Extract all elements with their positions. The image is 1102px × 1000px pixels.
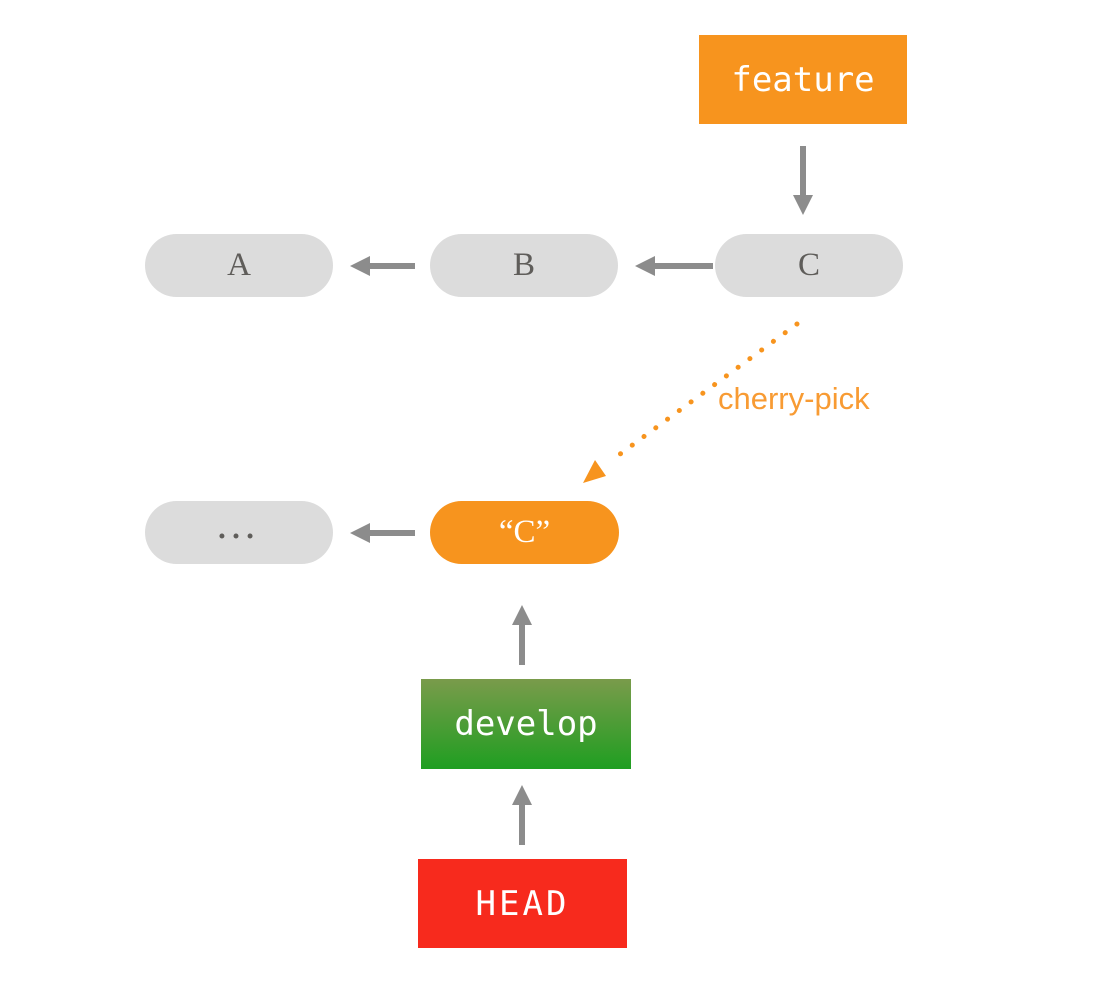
- commit-c-label: C: [797, 247, 820, 283]
- feature-branch-label: feature: [699, 35, 907, 124]
- develop-branch-text: develop: [454, 704, 598, 744]
- arrow-b-to-a-icon: [350, 256, 415, 276]
- arrow-ccopy-to-ellipsis-icon: [350, 523, 415, 543]
- arrow-feature-to-c-icon: [793, 146, 813, 215]
- commit-a-label: A: [227, 247, 251, 283]
- commit-c-copy-label: “C”: [498, 514, 551, 550]
- cherry-pick-label: cherry-pick: [718, 381, 870, 416]
- feature-branch-text: feature: [731, 59, 875, 100]
- develop-branch-label: develop: [421, 679, 631, 769]
- commit-a: A: [145, 234, 333, 297]
- head-label: HEAD: [418, 859, 627, 948]
- arrow-c-to-b-icon: [635, 256, 713, 276]
- commit-b-label: B: [512, 247, 535, 283]
- commit-b: B: [430, 234, 618, 297]
- commit-ellipsis: …: [145, 501, 333, 564]
- arrow-develop-to-ccopy-icon: [512, 605, 532, 665]
- commit-c-copy: “C”: [430, 501, 619, 564]
- commit-c: C: [715, 234, 903, 297]
- arrow-head-to-develop-icon: [512, 785, 532, 845]
- commit-ellipsis-label: …: [215, 501, 263, 548]
- head-text: HEAD: [475, 883, 570, 924]
